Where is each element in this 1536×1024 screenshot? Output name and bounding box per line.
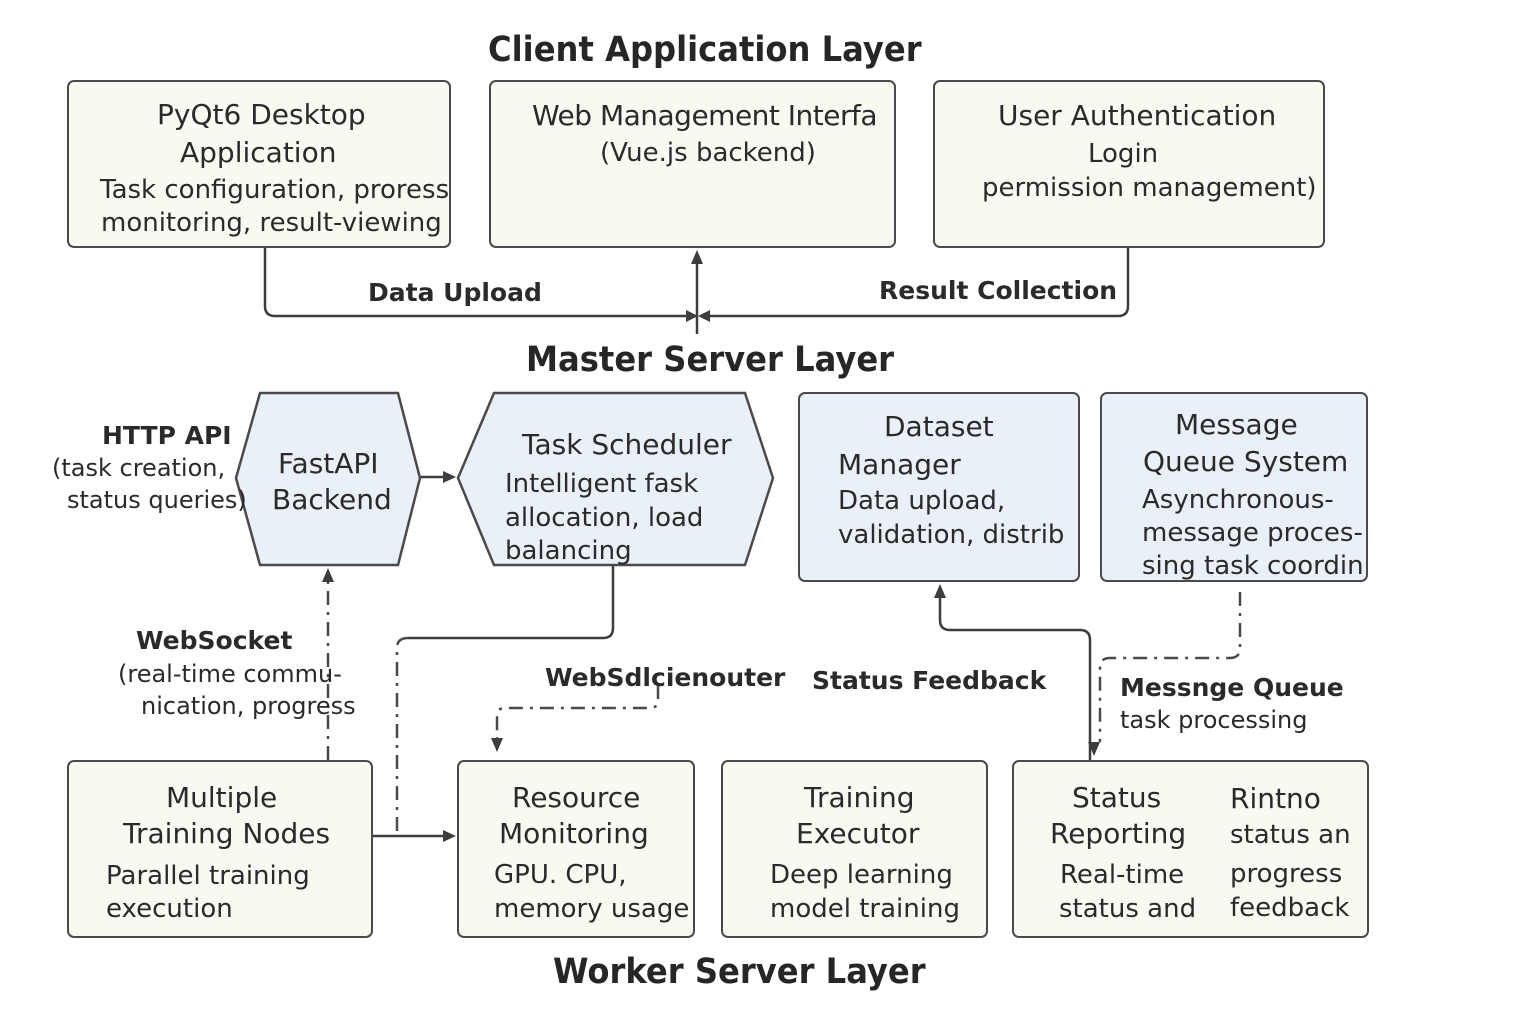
message-queue-edge-label: Messnge Queue: [1120, 673, 1344, 702]
result-collection-label: Result Collection: [879, 276, 1118, 305]
worker-layer-title: Worker Server Layer: [553, 952, 926, 992]
resource-monitoring-title-line1: Resource: [512, 781, 641, 814]
data-upload-connector: [263, 248, 688, 318]
result-collection-connector: [708, 248, 1130, 318]
message-queue-connector: [1098, 592, 1242, 742]
status-feedback-label: Status Feedback: [812, 666, 1047, 695]
message-queue-desc-line3: sing task coordin: [1142, 551, 1364, 581]
pyqt-title-line2: Application: [180, 136, 337, 169]
data-upload-arrowhead: [686, 310, 698, 322]
status-reporting-title-line2: Reporting: [1050, 817, 1187, 850]
task-scheduler-hexagon: [456, 391, 775, 567]
status-reporting-desc-line1: Real-time: [1060, 860, 1185, 890]
result-collection-arrowhead: [698, 310, 710, 322]
status-reporting-side-line3: progress: [1230, 859, 1343, 889]
training-nodes-title-line2: Training Nodes: [123, 817, 331, 850]
pyqt-desktop-box: [67, 80, 451, 248]
message-queue-desc-line1: Asynchronous-: [1142, 485, 1334, 515]
training-executor-box: [721, 760, 988, 938]
scheduler-dispatch-connector: [395, 636, 409, 836]
fastapi-backend-hexagon: [234, 391, 422, 567]
status-feedback-connector: [938, 597, 1092, 760]
web-management-title: Web Management Interfa: [532, 99, 878, 132]
message-queue-box: [1100, 392, 1368, 582]
user-auth-title: User Authentication: [998, 99, 1277, 132]
ws-router-connector: [495, 685, 660, 740]
user-auth-sub: Login: [1088, 139, 1159, 169]
message-queue-title-line1: Message: [1175, 408, 1298, 441]
fastapi-line1: FastAPI: [278, 447, 379, 480]
pyqt-desc-line1: Task configuration, proress: [100, 175, 450, 205]
dataset-manager-title-line1: Dataset: [884, 410, 994, 443]
resource-monitoring-desc-line1: GPU. CPU,: [494, 860, 627, 890]
web-management-box: [489, 80, 896, 248]
websocket-label: WebSocket: [136, 626, 293, 655]
status-reporting-side-line4: feedback: [1230, 893, 1350, 923]
http-api-desc-line1: (task creation,: [52, 454, 226, 482]
message-queue-desc-line2: message proces-: [1142, 518, 1363, 548]
task-scheduler-desc-line1: Intelligent fask: [505, 469, 699, 499]
status-reporting-title-line1: Status: [1072, 781, 1162, 814]
training-nodes-desc-line1: Parallel training: [106, 861, 310, 891]
training-nodes-desc-line2: execution: [106, 894, 233, 924]
fastapi-to-scheduler-arrowhead: [443, 471, 456, 483]
status-reporting-side-line2: status an: [1230, 820, 1351, 850]
dataset-manager-desc-line1: Data upload,: [838, 486, 1006, 516]
client-layer-title: Client Application Layer: [488, 30, 922, 70]
websocket-desc-line1: (real-time commu-: [118, 660, 342, 688]
training-executor-desc-line1: Deep learning: [770, 860, 953, 890]
data-upload-label: Data Upload: [368, 278, 542, 307]
message-queue-arrowhead: [1088, 742, 1100, 756]
training-nodes-title-line1: Multiple: [166, 781, 278, 814]
web-management-desc: (Vue.js backend): [600, 138, 816, 168]
training-executor-title-line1: Training: [804, 781, 915, 814]
message-queue-title-line2: Queue System: [1143, 445, 1349, 478]
status-reporting-box: [1012, 760, 1369, 938]
dataset-manager-desc-line2: validation, distrib: [838, 520, 1065, 550]
multiple-training-nodes-box: [67, 760, 373, 938]
task-scheduler-title: Task Scheduler: [522, 428, 732, 461]
pyqt-title-line1: PyQt6 Desktop: [157, 98, 366, 131]
websocket-arrowhead: [322, 568, 334, 582]
master-layer-title: Master Server Layer: [526, 340, 895, 380]
user-auth-box: [933, 80, 1325, 248]
task-scheduler-desc-line3: balancing: [505, 536, 632, 566]
http-api-label: HTTP API: [102, 421, 232, 450]
training-executor-desc-line2: model training: [770, 894, 960, 924]
web-interface-arrowhead: [691, 250, 703, 264]
scheduler-down-connector: [408, 566, 615, 640]
user-auth-desc: permission management): [982, 173, 1317, 203]
http-api-desc-line2: status queries): [67, 486, 247, 514]
websocket-router-label: WebSdlcienouter: [545, 663, 786, 692]
websocket-desc-line2: nication, progress: [141, 692, 356, 720]
resource-monitoring-desc-line2: memory usage: [494, 894, 690, 924]
ws-router-arrowhead: [491, 738, 503, 752]
status-reporting-side-line1: Rintno: [1230, 782, 1321, 815]
training-executor-title-line2: Executor: [796, 817, 920, 850]
nodes-to-resource-arrowhead: [443, 830, 456, 842]
dataset-manager-box: [798, 392, 1080, 582]
resource-monitoring-title-line2: Monitoring: [499, 817, 649, 850]
fastapi-line2: Backend: [272, 483, 392, 516]
pyqt-desc-line2: monitoring, result-viewing: [101, 208, 442, 238]
message-queue-edge-desc: task processing: [1120, 706, 1308, 734]
resource-monitoring-box: [457, 760, 695, 938]
status-reporting-desc-line2: status and: [1059, 894, 1197, 924]
status-feedback-arrowhead: [934, 584, 946, 598]
task-scheduler-desc-line2: allocation, load: [505, 503, 704, 533]
dataset-manager-title-line2: Manager: [838, 448, 961, 481]
